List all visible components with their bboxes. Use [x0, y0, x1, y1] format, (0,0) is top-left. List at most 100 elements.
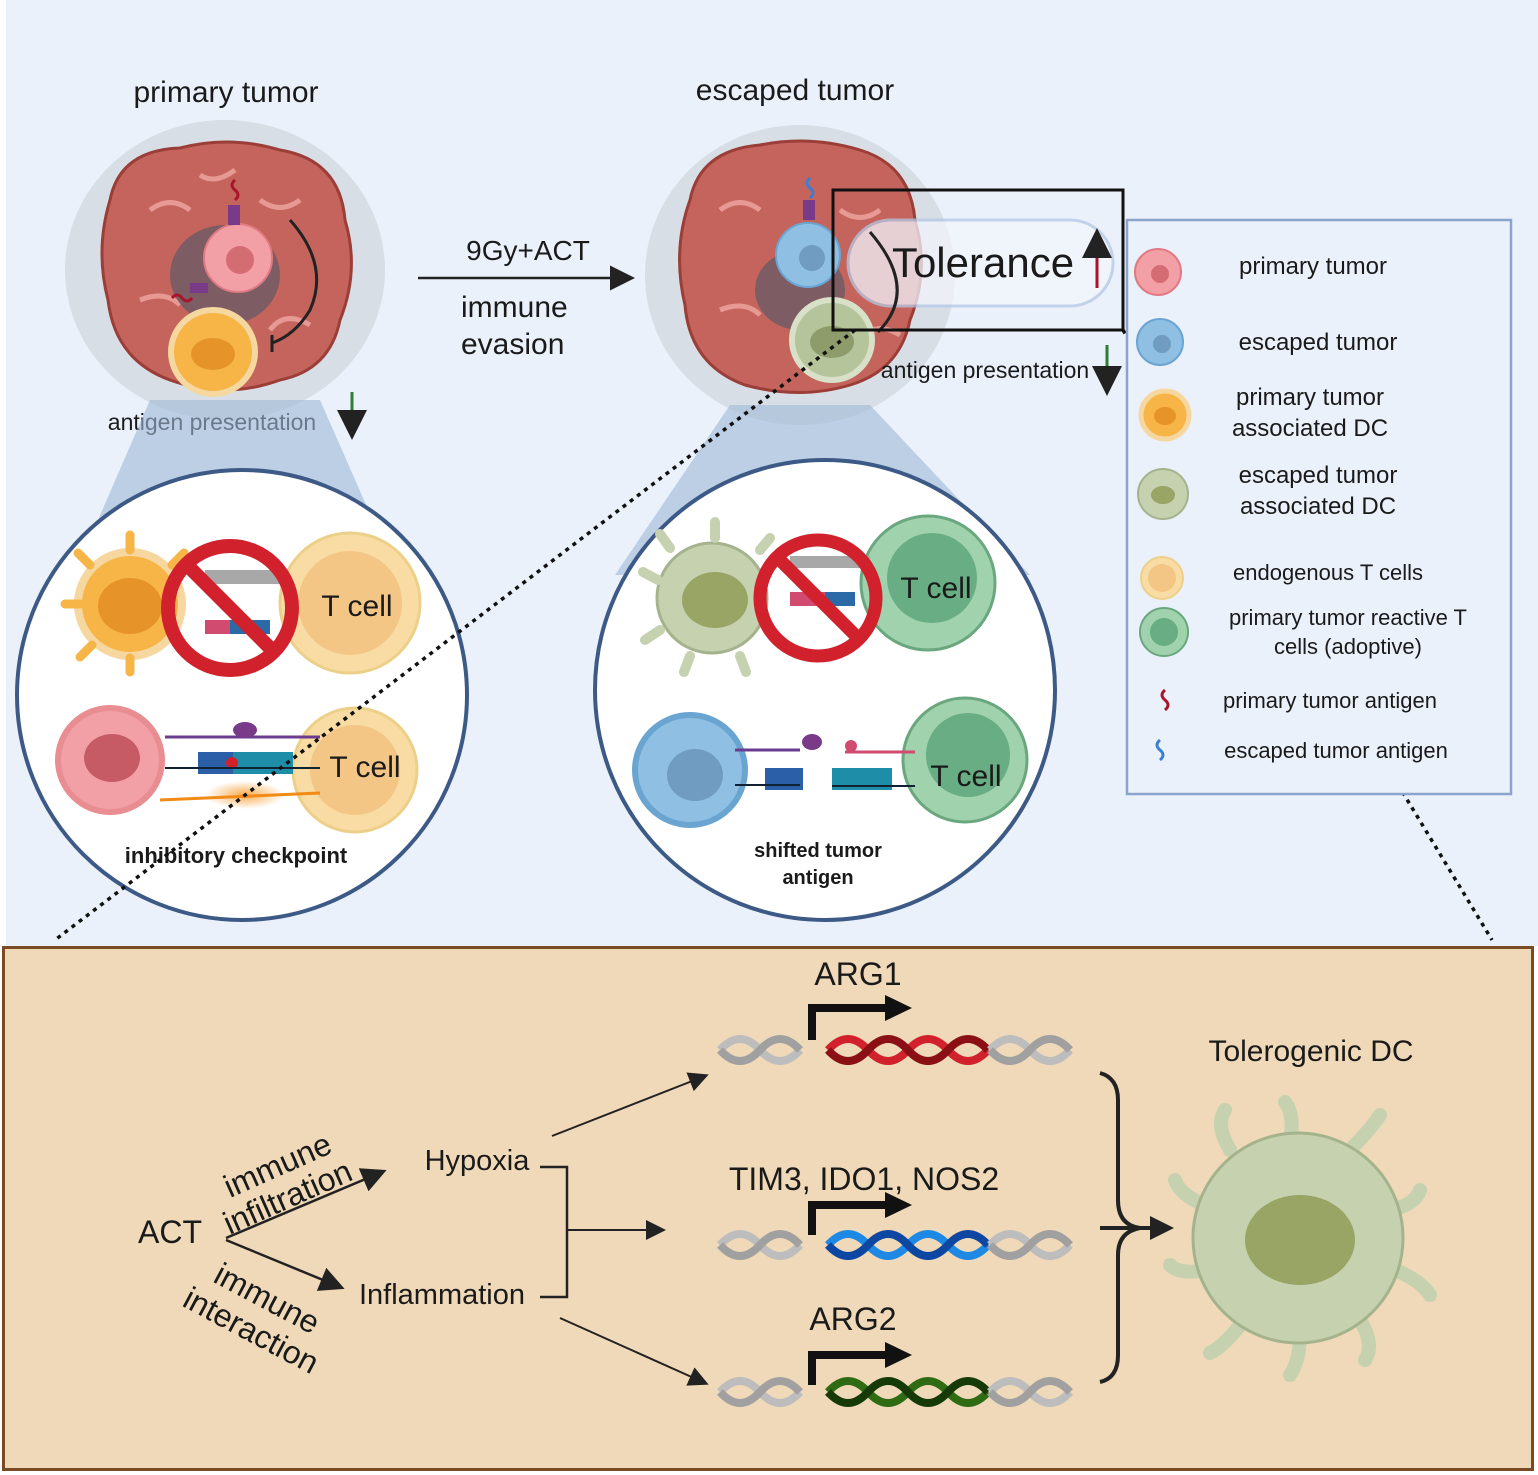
tcell-label-4: T cell [930, 760, 1001, 793]
dna-gene-middle-2 [825, 1230, 991, 1260]
tcell-bottom-left: T cell [291, 706, 419, 834]
checkpoint-line-orange [159, 791, 321, 802]
tolerance-label: Tolerance [892, 239, 1074, 286]
tumor-texture [139, 167, 312, 332]
tcell-bottom-right: T cell [901, 696, 1029, 824]
gene-row-middle: TIM3, IDO1, NOS2 [717, 1161, 1073, 1260]
legend-label-3a: escaped tumor [1239, 462, 1398, 489]
primary-dc-cell [168, 307, 258, 397]
dna-flank-top-left-2 [717, 1035, 803, 1065]
escaped-mhc [803, 200, 815, 220]
legend-icon-primary-dc [1138, 388, 1192, 442]
blue-tumor-cell [632, 712, 748, 828]
right-magnifier: T cell T cell shifted tumor antigen [593, 458, 1057, 922]
tcr-teal-right [832, 768, 892, 790]
dna-gene-top-2 [825, 1035, 991, 1065]
legend: primary tumor escaped tumor primary tumo… [1125, 218, 1513, 796]
tcell-label-3: T cell [900, 572, 971, 605]
legend-label-6: primary tumor antigen [1223, 688, 1437, 713]
left-magnifier: T cell T cell inhibitory checkpoint [15, 468, 469, 922]
legend-label-7: escaped tumor antigen [1224, 738, 1448, 763]
legend-label-5a: primary tumor reactive T [1229, 605, 1467, 630]
gene-row-top: ARG1 [717, 956, 1073, 1065]
escaped-ligand [802, 734, 822, 750]
arrow-act-inflammation [225, 1238, 345, 1291]
act-label: ACT [138, 1214, 202, 1250]
zoom-box [831, 188, 1125, 332]
escaped-tumor-texture [718, 200, 902, 342]
legend-icon-escaped-dc [1137, 468, 1189, 520]
legend-label-4: endogenous T cells [1233, 560, 1423, 585]
legend-label-2b: associated DC [1232, 415, 1388, 442]
arrow-act-hypoxia [225, 1168, 387, 1240]
checkpoint-ligand [233, 722, 257, 738]
gene-middle-label: TIM3, IDO1, NOS2 [729, 1161, 999, 1197]
inflammation-label: Inflammation [359, 1279, 525, 1311]
antigen-presentation-right: antigen presentation [881, 357, 1089, 383]
tcell-top-right: T cell [859, 514, 997, 652]
shifted-line2: antigen [782, 867, 853, 889]
orange-dc-cell [60, 530, 189, 677]
merge-bracket [540, 1165, 569, 1299]
gene-row-bottom: ARG2 [717, 1301, 1073, 1407]
escaped-tumor-cell-nucleus [799, 245, 825, 271]
legend-box [1125, 218, 1513, 796]
promoter-arrowhead-middle [885, 1192, 912, 1218]
legend-icon-primary-tumor [1134, 248, 1182, 296]
escaped-mhc-blue [765, 768, 803, 790]
pink-tumor-cell [55, 705, 165, 815]
tolerogenic-dc-cell [1163, 1095, 1437, 1382]
tcell-label-1: T cell [321, 590, 392, 623]
arrow-bottom-gene [559, 1317, 709, 1386]
treatment-arrow-group: 9Gy+ACT immune evasion [418, 235, 635, 361]
escaped-tumor-title: escaped tumor [696, 74, 894, 107]
dna-flank-bot-left-2 [717, 1377, 803, 1407]
inhibition-arc [271, 219, 319, 345]
receptor-dot-pink [845, 740, 857, 752]
promoter-arrowhead-top [885, 995, 912, 1021]
legend-label-5b: cells (adoptive) [1274, 634, 1422, 659]
primary-tumor-cell-nucleus [226, 246, 254, 274]
legend-icon-adoptive-tcell [1139, 607, 1189, 657]
primary-tumor-title: primary tumor [133, 76, 318, 109]
bottom-flow: ACT immune infiltration immune interacti… [138, 956, 1437, 1407]
tolerance-arc [868, 231, 899, 334]
legend-label-3b: associated DC [1240, 493, 1396, 520]
olive-dc-cell [638, 517, 775, 677]
gene-top-label: ARG1 [814, 956, 901, 992]
legend-label-2a: primary tumor [1236, 384, 1384, 411]
evasion-line1: immune [461, 291, 568, 324]
dna-flank-top-right-2 [987, 1035, 1073, 1065]
inhibitory-checkpoint-label: inhibitory checkpoint [125, 843, 348, 868]
tcr-blue-right [825, 592, 855, 606]
legend-label-0: primary tumor [1239, 253, 1387, 280]
dotted-zoom-line-left [53, 328, 857, 942]
tcr-grey [205, 570, 285, 584]
mhc-molecule-2 [190, 283, 208, 293]
promoter-arrowhead-bottom [885, 1342, 912, 1368]
primary-antigen-icon-2 [170, 293, 194, 303]
tolerogenic-dc-label: Tolerogenic DC [1208, 1035, 1413, 1068]
evasion-line2: evasion [461, 328, 564, 361]
gene-bottom-label: ARG2 [809, 1301, 896, 1337]
legend-icon-primary-antigen [1160, 688, 1170, 712]
tcr-grey-right [790, 556, 870, 568]
tcell-top-left: T cell [278, 531, 422, 675]
dna-flank-mid-left-2 [717, 1230, 803, 1260]
tolerance-pill [846, 218, 1115, 308]
treatment-label: 9Gy+ACT [466, 235, 590, 266]
legend-icon-escaped-tumor [1136, 318, 1184, 366]
hypoxia-label: Hypoxia [425, 1145, 531, 1177]
promoter-arrow-bottom [808, 1351, 895, 1385]
promoter-arrow-middle [808, 1201, 895, 1235]
shifted-line1: shifted tumor [754, 840, 882, 862]
no-sign-left [161, 539, 299, 677]
primary-antigen-icon [230, 178, 240, 202]
tcell-label-2: T cell [329, 751, 400, 784]
arrow-top-gene [551, 1072, 709, 1137]
dna-flank-bot-right-2 [987, 1377, 1073, 1407]
legend-label-1: escaped tumor [1239, 329, 1398, 356]
no-sign-right [753, 533, 883, 663]
promoter-arrow-top [808, 1004, 895, 1040]
